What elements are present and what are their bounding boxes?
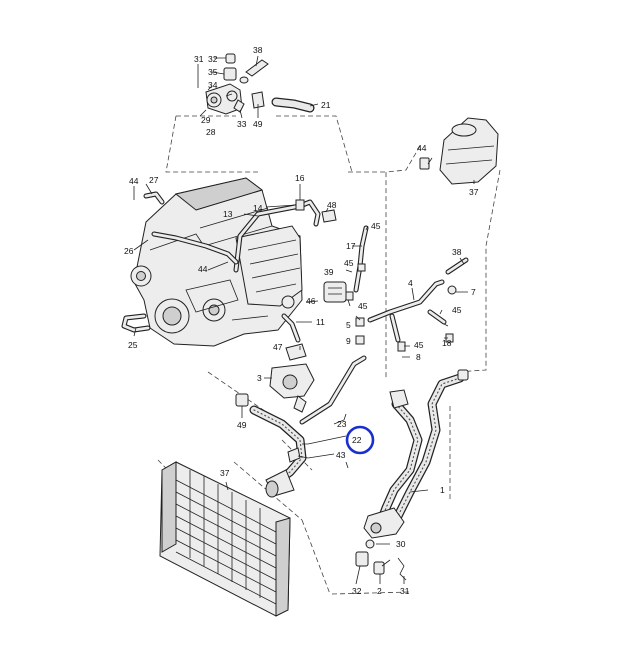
callout-31: 31 — [400, 586, 410, 596]
callout-26: 26 — [124, 246, 134, 256]
callout-28: 28 — [206, 127, 216, 137]
callout-31: 31 — [194, 54, 204, 64]
callout-1: 1 — [440, 485, 445, 495]
callout-4: 4 — [408, 278, 413, 288]
callout-27: 27 — [149, 175, 159, 185]
callout-30: 30 — [396, 539, 406, 549]
coolant-pipe-right — [353, 225, 469, 352]
highlight-ring-22[interactable] — [345, 425, 375, 455]
callout-25: 25 — [128, 340, 138, 350]
leader-lines — [133, 55, 475, 585]
callout-45: 45 — [371, 221, 381, 231]
frame-right — [455, 169, 501, 373]
callout-48: 48 — [327, 200, 337, 210]
expansion-tank — [419, 117, 499, 185]
callout-9: 9 — [346, 336, 351, 346]
callout-38: 38 — [452, 247, 462, 257]
frame-thermostat-group — [165, 115, 386, 173]
engine-block — [130, 177, 303, 347]
callout-45: 45 — [344, 258, 354, 268]
callout-18: 18 — [442, 338, 452, 348]
callout-32: 32 — [352, 586, 362, 596]
aux-pump-parts — [235, 281, 354, 413]
callout-45: 45 — [452, 305, 462, 315]
radiator-core — [175, 470, 277, 605]
callout-2: 2 — [377, 586, 382, 596]
callout-22[interactable]: 22 — [352, 435, 362, 445]
callout-11: 11 — [316, 317, 325, 327]
callout-16: 16 — [295, 173, 305, 183]
callout-39: 39 — [324, 267, 334, 277]
callout-3: 3 — [257, 373, 262, 383]
callout-49: 49 — [253, 119, 263, 129]
callout-37: 37 — [469, 187, 479, 197]
callout-13: 13 — [223, 209, 233, 219]
callout-8: 8 — [416, 352, 421, 362]
callout-37: 37 — [220, 468, 230, 478]
callout-49: 49 — [237, 420, 247, 430]
callout-5: 5 — [346, 320, 351, 330]
callout-43: 43 — [336, 450, 346, 460]
callout-7: 7 — [471, 287, 476, 297]
radiator — [159, 461, 291, 617]
callout-44: 44 — [198, 264, 208, 274]
callout-21: 21 — [321, 100, 331, 110]
callout-44: 44 — [129, 176, 139, 186]
thermostat-housing — [205, 53, 315, 115]
callout-35: 35 — [208, 67, 218, 77]
callout-17: 17 — [346, 241, 356, 251]
callout-23: 23 — [337, 419, 347, 429]
frame-lower — [331, 406, 451, 595]
callout-labels: 31 32 38 35 34 29 28 33 49 21 44 27 16 1… — [124, 45, 479, 596]
callout-38: 38 — [253, 45, 263, 55]
callout-34: 34 — [208, 80, 218, 90]
callout-45: 45 — [358, 301, 368, 311]
frame-thermostat-top — [176, 115, 353, 173]
upper-coolant-pipe — [121, 191, 337, 333]
callout-32: 32 — [208, 54, 218, 64]
callout-44: 44 — [417, 143, 427, 153]
callout-46: 46 — [306, 296, 316, 306]
callout-45: 45 — [414, 340, 424, 350]
callout-33: 33 — [237, 119, 247, 129]
callout-14: 14 — [253, 203, 263, 213]
callout-29: 29 — [201, 115, 211, 125]
callout-47: 47 — [273, 342, 283, 352]
